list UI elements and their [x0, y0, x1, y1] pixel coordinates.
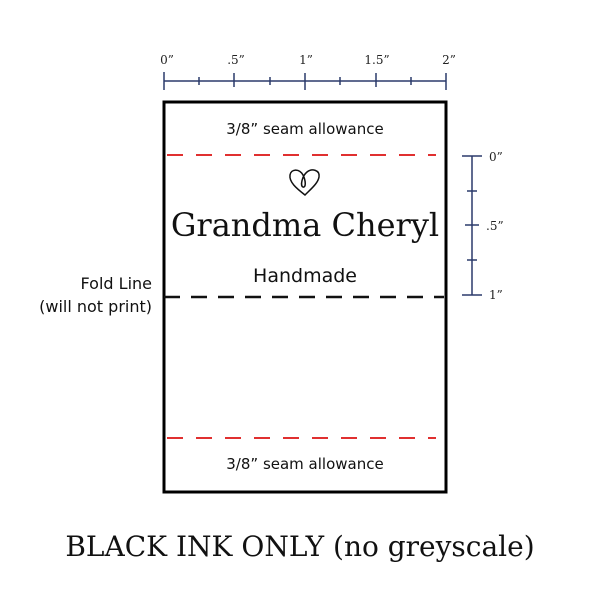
ruler-label-1-5: 1.5”: [364, 53, 389, 67]
ruler-label-half: .5”: [227, 53, 245, 67]
ruler-label-1: 1”: [299, 53, 313, 67]
ruler-label-2: 2”: [442, 53, 456, 67]
side-ruler-label-1: 1”: [489, 288, 503, 302]
side-ruler-label-0: 0”: [489, 150, 503, 164]
fold-line-note: (will not print): [39, 297, 152, 316]
top-ruler: [163, 72, 447, 90]
ruler-label-0: 0”: [160, 53, 174, 67]
side-ruler: [462, 155, 482, 296]
ink-instruction: BLACK INK ONLY (no greyscale): [65, 530, 534, 563]
label-name: Grandma Cheryl: [171, 206, 439, 244]
top-seam-label: 3/8” seam allowance: [226, 120, 383, 138]
fold-line-title: Fold Line: [81, 274, 152, 293]
label-subtitle: Handmade: [253, 265, 357, 287]
bottom-seam-label: 3/8” seam allowance: [226, 455, 383, 473]
side-ruler-label-half: .5”: [486, 219, 504, 233]
heart-icon: [289, 169, 320, 196]
